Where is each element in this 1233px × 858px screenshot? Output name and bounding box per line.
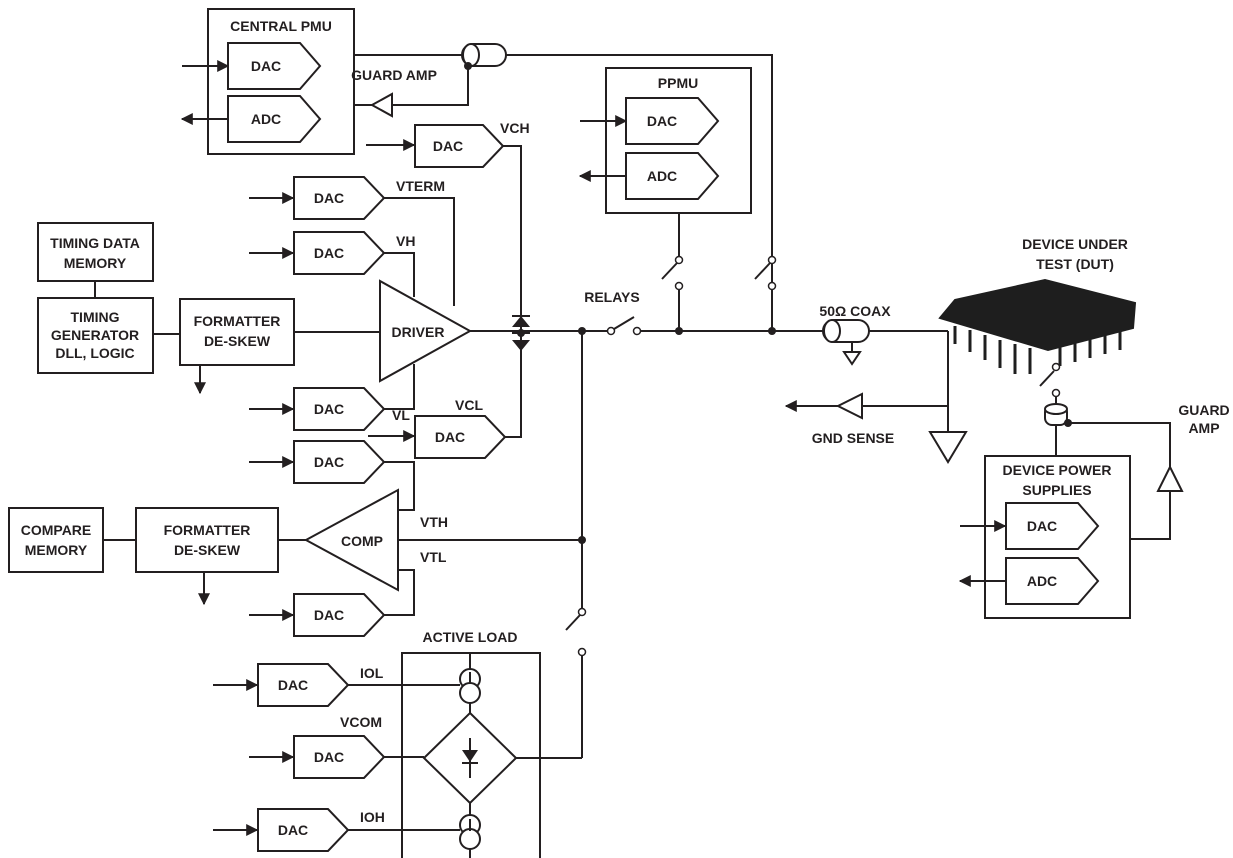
vcl-label: VCL	[455, 397, 483, 413]
ioh-current-source	[459, 814, 481, 850]
central-pmu-dac-label: DAC	[251, 58, 281, 74]
central-pmu-dac: DAC	[227, 42, 322, 90]
device-power-supplies: DEVICE POWER SUPPLIES DAC ADC	[984, 455, 1131, 619]
vterm-dac-label: DAC	[314, 190, 344, 206]
ppmu-dac: DAC	[625, 97, 720, 145]
driver: DRIVER	[379, 279, 473, 383]
ioh-dac-label: DAC	[278, 822, 308, 838]
timing-data-memory: TIMING DATA MEMORY	[37, 222, 154, 282]
vh-label: VH	[396, 233, 415, 249]
ppmu-dac-label: DAC	[647, 113, 677, 129]
main-relay	[606, 316, 642, 336]
vtl-dac: DAC	[293, 593, 386, 637]
central-pmu-relay	[754, 255, 777, 331]
vh-dac: DAC	[293, 231, 386, 275]
vcl-dac: DAC	[414, 415, 507, 459]
gnd-sense-ground-icon	[928, 431, 968, 464]
timing-generator-line-1: TIMING	[71, 309, 120, 325]
central-pmu: CENTRAL PMU DAC ADC	[207, 8, 355, 155]
vth-dac-label: DAC	[314, 454, 344, 470]
vcom-dac-label: DAC	[314, 749, 344, 765]
dps-dac: DAC	[1005, 502, 1100, 550]
vch-label: VCH	[500, 120, 530, 136]
compare-memory-line-1: COMPARE	[21, 522, 92, 538]
ppmu-adc: ADC	[625, 152, 720, 200]
vl-dac: DAC	[293, 387, 386, 431]
ppmu-label: PPMU	[658, 75, 698, 91]
relays-label: RELAYS	[584, 289, 640, 305]
gnd-sense-label: GND SENSE	[812, 430, 894, 446]
dut-chip-icon	[938, 278, 1137, 374]
vch-dac-label: DAC	[433, 138, 463, 154]
ppmu-adc-label: ADC	[647, 168, 677, 184]
vtl-label: VTL	[420, 549, 447, 565]
comparator: COMP	[303, 488, 399, 592]
compare-memory: COMPARE MEMORY	[8, 507, 104, 573]
compare-formatter-line-2: DE-SKEW	[174, 542, 241, 558]
central-guard-amp	[369, 92, 393, 118]
drive-formatter-line-1: FORMATTER	[194, 313, 281, 329]
timing-data-memory-line-1: TIMING DATA	[50, 235, 140, 251]
dps-guard-amp-line-1: GUARD	[1178, 402, 1229, 418]
dut-coax	[822, 319, 870, 366]
iol-current-source	[459, 668, 481, 704]
vl-dac-label: DAC	[314, 401, 344, 417]
timing-generator: TIMING GENERATOR DLL, LOGIC	[37, 297, 154, 374]
clamp-diodes	[512, 315, 530, 351]
dut-label-line-2: TEST (DUT)	[1036, 256, 1114, 272]
guard-amp-label: GUARD AMP	[351, 67, 437, 83]
iol-dac: DAC	[257, 663, 350, 707]
central-pmu-adc-label: ADC	[251, 111, 281, 127]
dps-coax	[1044, 403, 1068, 426]
timing-generator-line-2: GENERATOR	[51, 327, 139, 343]
central-pmu-label: CENTRAL PMU	[230, 18, 332, 34]
timing-generator-line-3: DLL, LOGIC	[55, 345, 134, 361]
drive-formatter-line-2: DE-SKEW	[204, 333, 271, 349]
dut-label-line-1: DEVICE UNDER	[1022, 236, 1128, 252]
ioh-dac: DAC	[257, 808, 350, 852]
iol-label: IOL	[360, 665, 384, 681]
coax-label: 50Ω COAX	[819, 303, 891, 319]
dps-guard-amp	[1156, 464, 1184, 492]
vh-dac-label: DAC	[314, 245, 344, 261]
compare-formatter-line-1: FORMATTER	[164, 522, 251, 538]
compare-memory-line-2: MEMORY	[25, 542, 88, 558]
gnd-sense-amp	[835, 392, 863, 420]
dps-label-line-2: SUPPLIES	[1022, 482, 1091, 498]
dps-guard-amp-line-2: AMP	[1188, 420, 1219, 436]
vth-label: VTH	[420, 514, 448, 530]
central-pmu-adc: ADC	[227, 95, 322, 143]
load-diode-bridge	[422, 711, 518, 805]
ppmu: PPMU DAC ADC	[605, 67, 752, 214]
active-load-label: ACTIVE LOAD	[423, 629, 518, 645]
dps-adc: ADC	[1005, 557, 1100, 605]
dps-dac-label: DAC	[1027, 518, 1057, 534]
vtl-dac-label: DAC	[314, 607, 344, 623]
timing-data-memory-line-2: MEMORY	[64, 255, 127, 271]
vl-label: VL	[392, 407, 410, 423]
drive-formatter: FORMATTER DE-SKEW	[179, 298, 295, 366]
central-pmu-coax	[461, 43, 507, 67]
vch-dac: DAC	[414, 124, 505, 168]
ppmu-relay	[661, 255, 684, 331]
iol-dac-label: DAC	[278, 677, 308, 693]
driver-label: DRIVER	[392, 324, 445, 340]
dps-label-line-1: DEVICE POWER	[1003, 462, 1112, 478]
comp-label: COMP	[341, 533, 383, 549]
compare-formatter: FORMATTER DE-SKEW	[135, 507, 279, 573]
vth-dac: DAC	[293, 440, 386, 484]
vcom-label: VCOM	[340, 714, 382, 730]
vcom-dac: DAC	[293, 735, 386, 779]
vterm-label: VTERM	[396, 178, 445, 194]
dps-adc-label: ADC	[1027, 573, 1057, 589]
vterm-dac: DAC	[293, 176, 386, 220]
ioh-label: IOH	[360, 809, 385, 825]
vcl-dac-label: DAC	[435, 429, 465, 445]
active-load-relay	[565, 607, 587, 758]
